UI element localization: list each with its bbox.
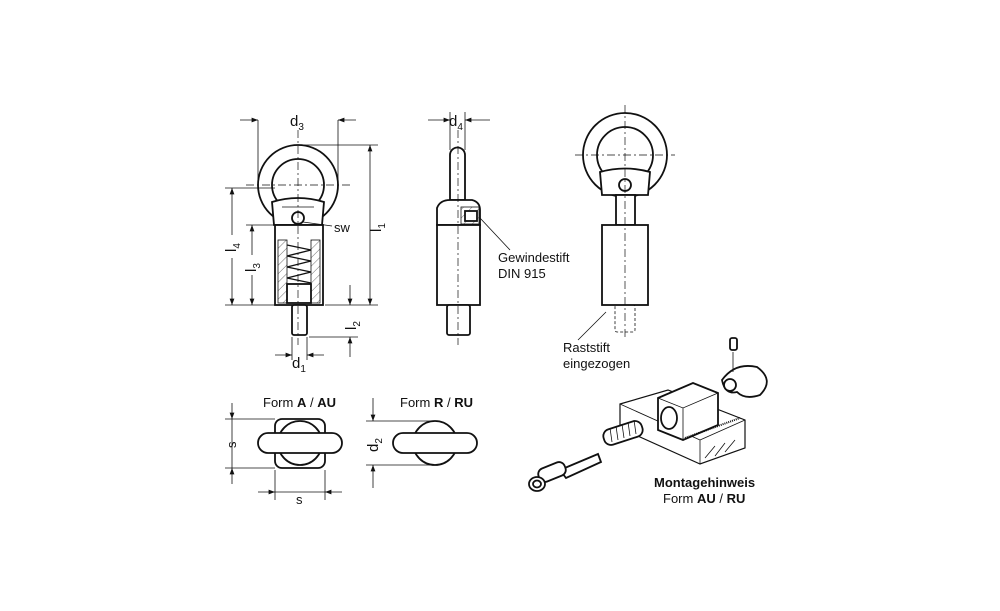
front-section-view: d3 l1 l4 l3 l2 d1 sw xyxy=(223,113,388,375)
set-screw-label: Gewindestift xyxy=(498,250,570,265)
assembly-title: Montagehinweis xyxy=(654,475,755,490)
dim-s-vertical: s xyxy=(224,441,239,448)
form-a-label: Form A / AU xyxy=(263,395,336,410)
retracted-view: Raststift eingezogen xyxy=(563,105,675,371)
dim-d1: d1 xyxy=(292,355,306,375)
assembly-illustration xyxy=(528,337,768,492)
dim-d4: d4 xyxy=(449,113,463,133)
spring xyxy=(286,244,312,284)
form-a-view: Form A / AU s s xyxy=(224,395,343,507)
assembly-form-label: Form AU / RU xyxy=(663,491,745,506)
form-r-label: Form R / RU xyxy=(400,395,473,410)
dim-s-horizontal: s xyxy=(296,492,303,507)
dim-sw: sw xyxy=(334,220,351,235)
dim-l3: l3 xyxy=(243,263,263,272)
dim-l2: l2 xyxy=(343,321,363,330)
dim-d2: d2 xyxy=(365,438,385,452)
dim-l4: l4 xyxy=(223,243,243,252)
retracted-pin-state: eingezogen xyxy=(563,356,630,371)
form-r-view: Form R / RU d2 xyxy=(365,395,478,488)
set-screw-standard: DIN 915 xyxy=(498,266,546,281)
dim-d3: d3 xyxy=(290,113,304,133)
retracted-pin-label: Raststift xyxy=(563,340,610,355)
side-view: d4 Gewindestift DIN 915 xyxy=(428,112,570,345)
dim-l1: l1 xyxy=(368,223,388,232)
